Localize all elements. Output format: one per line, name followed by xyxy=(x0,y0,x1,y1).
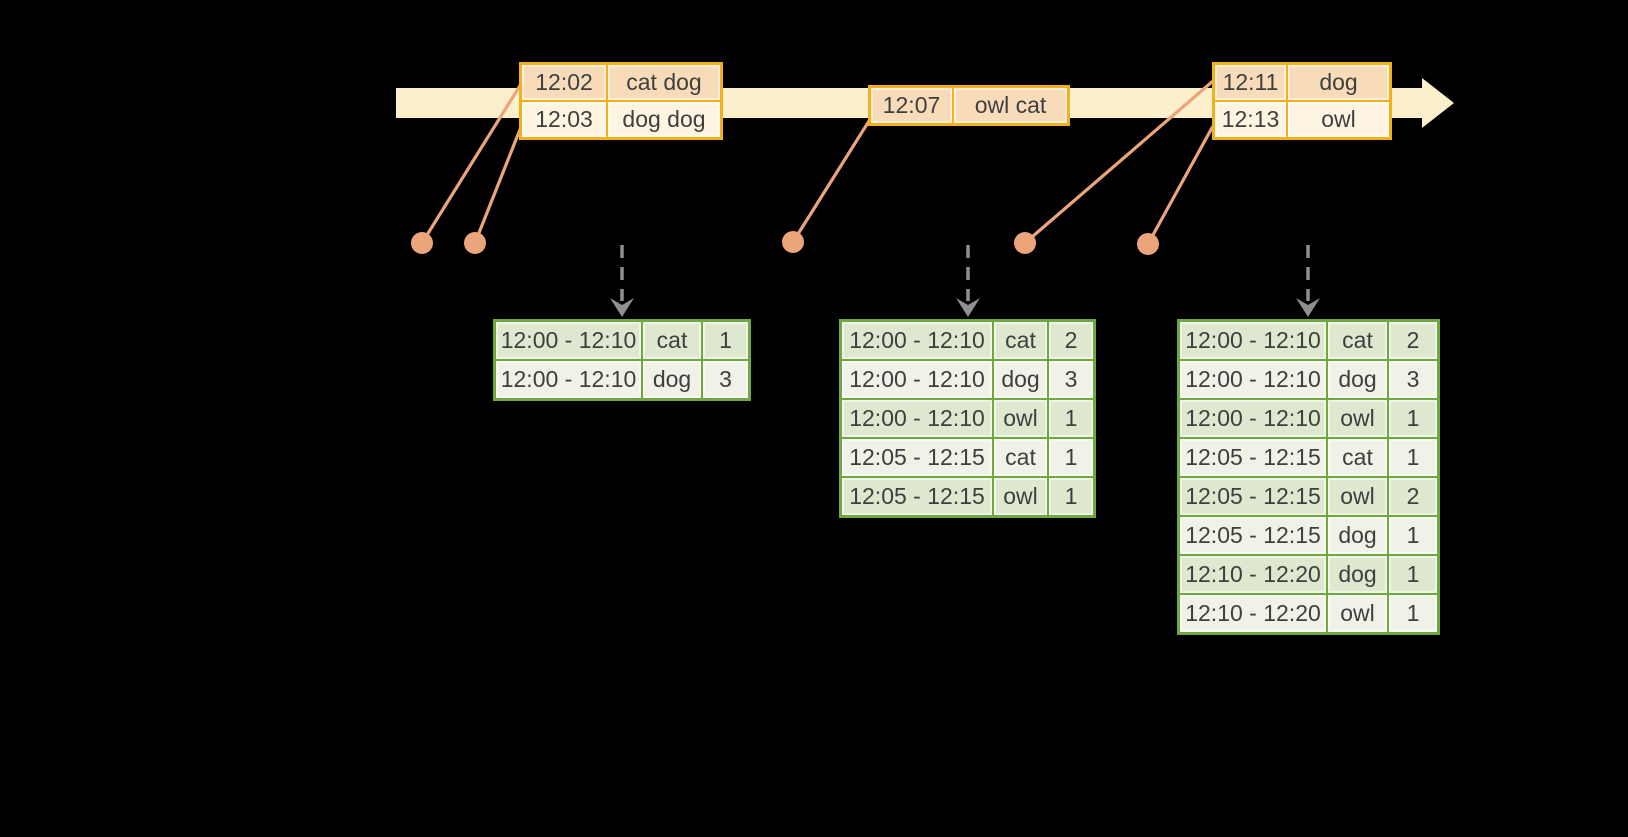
result-window: 12:00 - 12:10 xyxy=(493,319,643,361)
event-table-1: 12:02 cat dog 12:03 dog dog xyxy=(519,62,723,140)
event-dot-1 xyxy=(411,232,433,254)
event-words: cat dog xyxy=(606,62,723,102)
result-word: owl xyxy=(1326,593,1389,635)
result-count: 1 xyxy=(1387,554,1440,595)
result-row: 12:00 - 12:10 cat 1 xyxy=(493,319,751,361)
event-time: 12:13 xyxy=(1212,100,1288,140)
result-window: 12:00 - 12:10 xyxy=(839,398,994,439)
result-row: 12:05 - 12:15 owl 2 xyxy=(1177,476,1440,517)
result-row: 12:00 - 12:10 cat 2 xyxy=(839,319,1096,361)
result-word: owl xyxy=(1326,476,1389,517)
result-count: 2 xyxy=(1387,319,1440,361)
event-connector-lines xyxy=(420,79,1215,245)
result-word: dog xyxy=(1326,515,1389,556)
result-row: 12:00 - 12:10 dog 3 xyxy=(493,359,751,401)
result-word: owl xyxy=(992,476,1049,518)
event-words: owl xyxy=(1286,100,1392,140)
result-window: 12:00 - 12:10 xyxy=(493,359,643,401)
result-table-3: 12:00 - 12:10 cat 2 12:00 - 12:10 dog 3 … xyxy=(1177,319,1440,635)
event-dot-4 xyxy=(1014,232,1036,254)
connector-line-3 xyxy=(791,120,871,243)
event-time: 12:07 xyxy=(868,85,954,126)
event-time: 12:02 xyxy=(519,62,608,102)
result-row: 12:05 - 12:15 cat 1 xyxy=(1177,437,1440,478)
result-count: 1 xyxy=(1387,593,1440,635)
event-row: 12:13 owl xyxy=(1212,100,1392,140)
result-count: 1 xyxy=(1047,437,1096,478)
event-words: dog dog xyxy=(606,100,723,140)
trigger-arrowhead-icon-3 xyxy=(1296,298,1320,317)
event-row: 12:02 cat dog xyxy=(519,62,723,102)
result-word: cat xyxy=(992,437,1049,478)
trigger-arrows xyxy=(620,245,1310,301)
result-row: 12:10 - 12:20 owl 1 xyxy=(1177,593,1440,635)
result-word: cat xyxy=(1326,319,1389,361)
result-window: 12:00 - 12:10 xyxy=(1177,319,1328,361)
event-row: 12:11 dog xyxy=(1212,62,1392,102)
result-count: 1 xyxy=(1387,398,1440,439)
connector-line-2 xyxy=(473,126,523,244)
result-row: 12:00 - 12:10 dog 3 xyxy=(1177,359,1440,400)
event-dots xyxy=(411,231,1159,255)
result-window: 12:00 - 12:10 xyxy=(839,319,994,361)
result-word: cat xyxy=(641,319,703,361)
result-word: dog xyxy=(1326,554,1389,595)
result-word: dog xyxy=(641,359,703,401)
result-count: 2 xyxy=(1047,319,1096,361)
result-window: 12:05 - 12:15 xyxy=(839,476,994,518)
result-window: 12:00 - 12:10 xyxy=(1177,398,1328,439)
result-window: 12:05 - 12:15 xyxy=(839,437,994,478)
result-count: 1 xyxy=(701,319,751,361)
result-table-2: 12:00 - 12:10 cat 2 12:00 - 12:10 dog 3 … xyxy=(839,319,1096,518)
connector-line-5 xyxy=(1146,125,1215,245)
event-table-2: 12:07 owl cat xyxy=(868,85,1070,126)
event-words: owl cat xyxy=(952,85,1070,126)
trigger-arrowhead-icon-2 xyxy=(956,298,980,317)
event-dot-3 xyxy=(782,231,804,253)
result-window: 12:00 - 12:10 xyxy=(1177,359,1328,400)
result-window: 12:05 - 12:15 xyxy=(1177,437,1328,478)
result-row: 12:00 - 12:10 cat 2 xyxy=(1177,319,1440,361)
result-count: 3 xyxy=(701,359,751,401)
result-count: 1 xyxy=(1387,437,1440,478)
result-word: cat xyxy=(1326,437,1389,478)
result-window: 12:05 - 12:15 xyxy=(1177,476,1328,517)
result-word: owl xyxy=(1326,398,1389,439)
timeline-arrowhead-icon xyxy=(1422,78,1454,128)
event-time: 12:03 xyxy=(519,100,608,140)
result-row: 12:00 - 12:10 owl 1 xyxy=(839,398,1096,439)
result-window: 12:00 - 12:10 xyxy=(839,359,994,400)
result-word: owl xyxy=(992,398,1049,439)
result-count: 2 xyxy=(1387,476,1440,517)
connector-line-4 xyxy=(1023,79,1215,245)
result-count: 1 xyxy=(1047,398,1096,439)
result-row: 12:00 - 12:10 dog 3 xyxy=(839,359,1096,400)
event-dot-2 xyxy=(464,232,486,254)
result-word: cat xyxy=(992,319,1049,361)
result-row: 12:05 - 12:15 owl 1 xyxy=(839,476,1096,518)
trigger-arrowhead-icon-1 xyxy=(610,298,634,317)
result-window: 12:10 - 12:20 xyxy=(1177,593,1328,635)
result-word: dog xyxy=(992,359,1049,400)
result-window: 12:10 - 12:20 xyxy=(1177,554,1328,595)
event-table-3: 12:11 dog 12:13 owl xyxy=(1212,62,1392,140)
result-count: 1 xyxy=(1387,515,1440,556)
event-time: 12:11 xyxy=(1212,62,1288,102)
result-count: 1 xyxy=(1047,476,1096,518)
result-row: 12:10 - 12:20 dog 1 xyxy=(1177,554,1440,595)
result-row: 12:00 - 12:10 owl 1 xyxy=(1177,398,1440,439)
connector-line-1 xyxy=(420,83,523,244)
event-row: 12:07 owl cat xyxy=(868,85,1070,126)
event-row: 12:03 dog dog xyxy=(519,100,723,140)
result-window: 12:05 - 12:15 xyxy=(1177,515,1328,556)
result-row: 12:05 - 12:15 cat 1 xyxy=(839,437,1096,478)
event-dot-5 xyxy=(1137,233,1159,255)
result-count: 3 xyxy=(1047,359,1096,400)
result-row: 12:05 - 12:15 dog 1 xyxy=(1177,515,1440,556)
event-words: dog xyxy=(1286,62,1392,102)
result-word: dog xyxy=(1326,359,1389,400)
result-count: 3 xyxy=(1387,359,1440,400)
result-table-1: 12:00 - 12:10 cat 1 12:00 - 12:10 dog 3 xyxy=(493,319,751,401)
trigger-arrowheads xyxy=(610,298,1320,317)
